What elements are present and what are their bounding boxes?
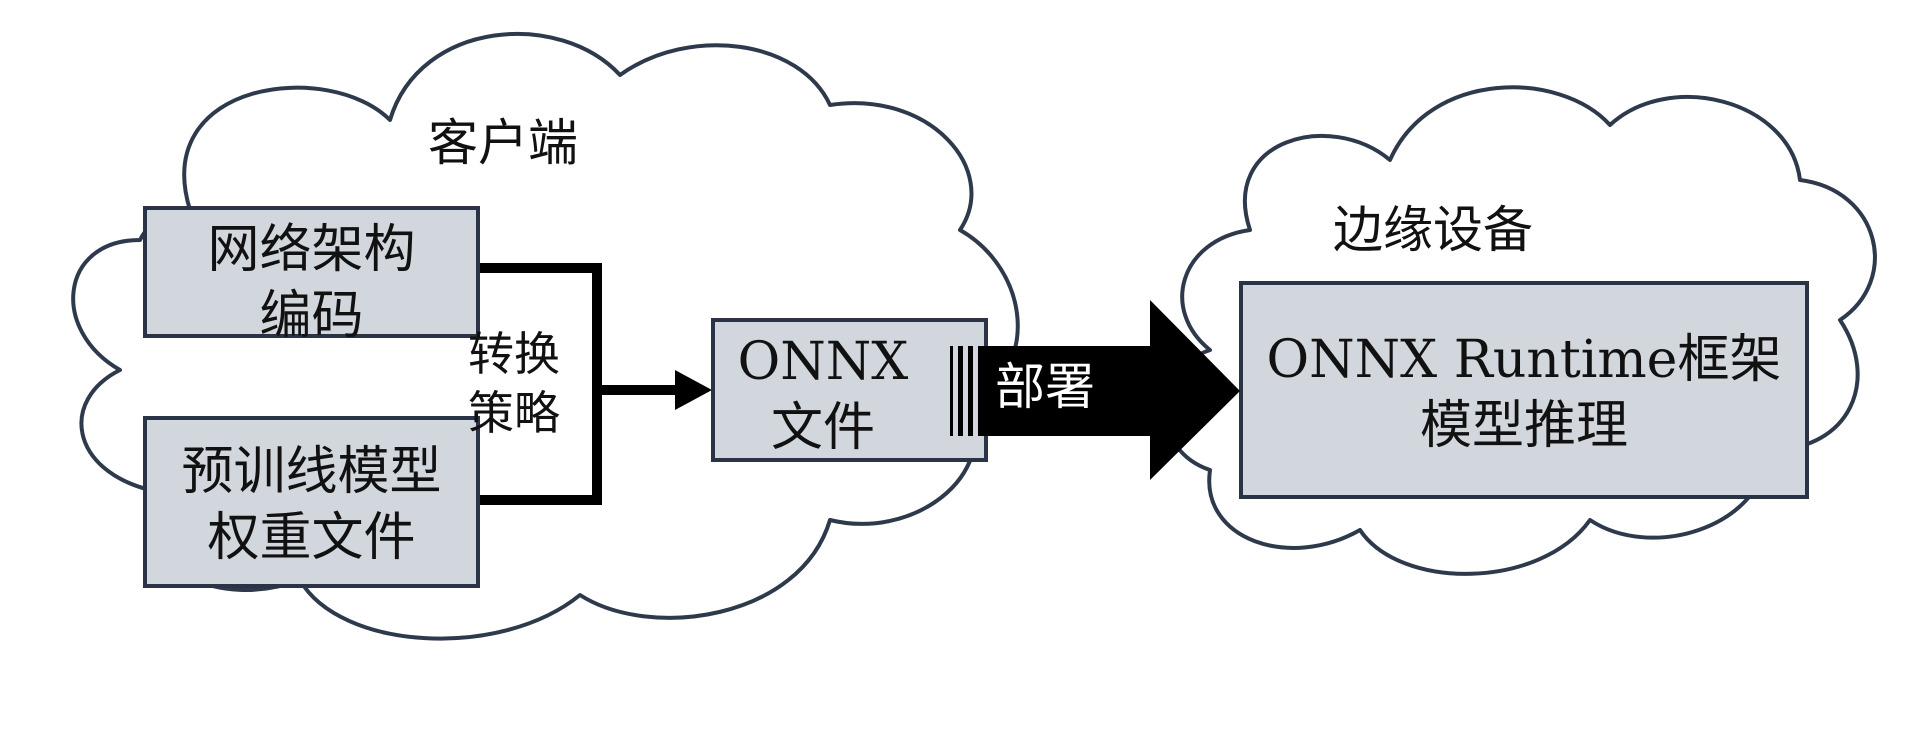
deploy-arrow-stripe [953,344,958,438]
onnx-file-box-label: ONNX 文件 [718,330,928,461]
deploy-arrow-stripe [973,344,978,438]
connector-line-bottom [480,390,602,505]
runtime-box-label: ONNX Runtime框架 模型推理 [1241,328,1807,459]
connector-arrow-head [675,370,712,410]
connector-label-line1: 转换 [468,327,560,381]
connector-label-line2: 策略 [468,385,560,440]
weights-box [143,416,480,588]
weights-box-label: 预训线模型 权重文件 [145,440,478,571]
network-box [143,206,480,338]
client-cloud-title: 客户端 [428,114,578,172]
onnx-file-box-line1: ONNX [737,332,909,392]
network-box-label: 网络架构 编码 [145,218,478,349]
network-box-line2: 编码 [259,285,364,346]
weights-box-line2: 权重文件 [207,507,416,568]
runtime-box-line2: 模型推理 [1419,395,1628,456]
deploy-arrow-stripe [963,344,968,438]
network-box-line1: 网络架构 [207,220,416,280]
weights-box-line1: 预训线模型 [181,442,442,502]
deploy-arrow-label: 部署 [995,358,1095,416]
onnx-file-box-line2: 文件 [770,397,875,458]
deploy-arrow-body [950,346,1155,436]
connector-line-top [480,263,602,390]
runtime-box [1239,281,1809,499]
runtime-box-line1: ONNX Runtime框架 [1266,330,1782,390]
edge-cloud-title: 边缘设备 [1333,201,1533,259]
deploy-arrow-head [1150,300,1240,480]
connector-label: 转换 策略 [468,325,560,443]
